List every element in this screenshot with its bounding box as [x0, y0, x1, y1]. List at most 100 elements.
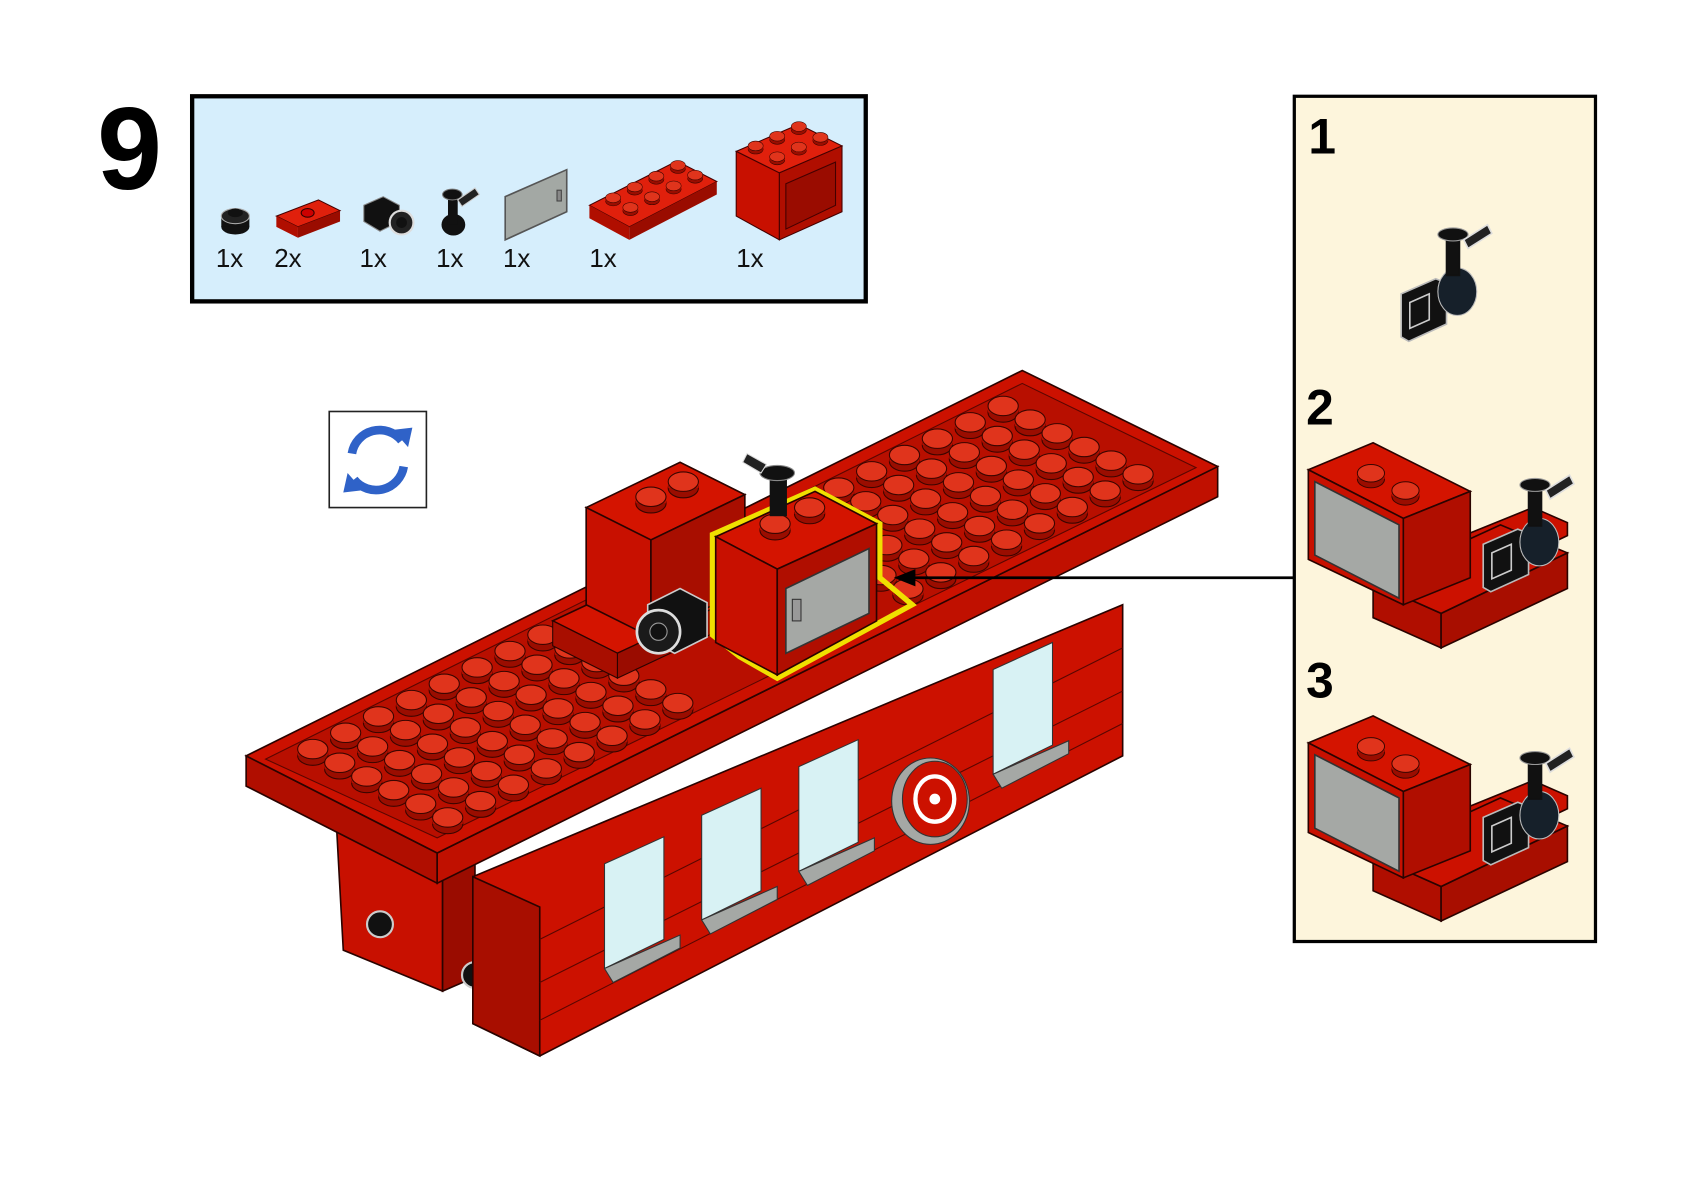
stud — [948, 442, 981, 470]
stud — [1391, 481, 1420, 506]
stud — [383, 749, 416, 777]
stud — [942, 472, 975, 500]
stud — [449, 717, 482, 745]
substep-number: 3 — [1306, 653, 1334, 709]
stud — [888, 444, 921, 472]
round-sign — [891, 757, 970, 845]
substep-number: 2 — [1306, 379, 1334, 435]
stud — [769, 151, 786, 166]
hose-nozzle-part-icon — [441, 187, 481, 236]
stud — [969, 485, 1002, 513]
substep-2-graphic — [1306, 441, 1575, 650]
stud — [1356, 464, 1386, 489]
stud — [975, 455, 1008, 483]
stud — [351, 766, 383, 794]
stud — [1056, 496, 1088, 524]
stud — [662, 692, 694, 720]
door-part-icon — [504, 168, 568, 242]
stud — [936, 502, 969, 530]
part-count: 2x — [274, 245, 301, 273]
stud — [1014, 409, 1046, 437]
stud — [1041, 423, 1073, 451]
stud — [405, 793, 437, 821]
stud — [362, 706, 395, 734]
stud — [855, 461, 888, 489]
stud — [416, 733, 449, 761]
stud — [915, 458, 948, 486]
stud — [909, 488, 942, 516]
part-count: 1x — [589, 245, 616, 273]
stud — [530, 758, 562, 786]
stud — [1035, 453, 1067, 481]
windows — [603, 641, 1070, 984]
stud — [503, 744, 535, 772]
stud — [563, 741, 595, 769]
stud — [958, 545, 990, 573]
stud — [931, 532, 963, 560]
substep-number: 1 — [1308, 108, 1336, 164]
stud — [747, 140, 764, 155]
stud — [422, 703, 455, 731]
stud — [626, 181, 643, 196]
stud — [455, 687, 487, 715]
plate-2x4-part-icon — [588, 160, 718, 240]
stud — [432, 807, 464, 835]
stud — [996, 499, 1029, 527]
stud — [378, 779, 410, 807]
arrow-head-icon — [893, 569, 916, 587]
stud — [981, 425, 1013, 453]
stud — [395, 689, 428, 717]
stud — [461, 657, 493, 685]
stud — [482, 700, 514, 728]
stud — [509, 714, 541, 742]
jumper-plate-part-icon — [275, 199, 342, 238]
stud — [428, 673, 460, 701]
part-count: 1x — [436, 245, 463, 273]
stud — [536, 728, 568, 756]
stud — [488, 670, 520, 698]
substep-3-graphic — [1306, 715, 1575, 923]
step-number: 9 — [97, 83, 162, 214]
stud — [297, 738, 329, 766]
stud — [437, 777, 470, 805]
rotate-model-icon — [328, 410, 428, 509]
part-count: 1x — [503, 245, 530, 273]
stud — [925, 562, 957, 590]
stud — [443, 747, 476, 775]
stud — [1089, 480, 1121, 508]
stud — [389, 719, 422, 747]
stud — [1068, 436, 1100, 464]
stud — [494, 640, 526, 668]
part-count: 1x — [736, 245, 763, 273]
stud — [987, 395, 1019, 423]
stud — [790, 141, 807, 156]
stud — [542, 698, 574, 726]
stud — [329, 722, 362, 750]
stud — [324, 752, 356, 780]
stud — [476, 730, 508, 758]
stud — [812, 132, 829, 146]
stud — [648, 171, 665, 185]
stud — [990, 529, 1023, 557]
stud — [635, 679, 667, 707]
part-count: 1x — [359, 245, 386, 273]
stud — [665, 180, 682, 195]
round-plate-part-icon — [220, 208, 250, 235]
stud — [687, 169, 704, 184]
stud — [1008, 439, 1040, 467]
substep-1-graphic — [1400, 223, 1493, 343]
new-part-highlight — [709, 452, 917, 682]
stud — [497, 774, 530, 802]
stud — [769, 131, 786, 145]
stud — [1023, 513, 1056, 541]
main-model — [244, 369, 1295, 1058]
stud — [963, 515, 996, 543]
stud — [954, 412, 986, 440]
stud — [1029, 483, 1061, 511]
stud — [644, 191, 660, 206]
stud — [1002, 469, 1035, 497]
stud — [515, 684, 547, 712]
stud — [670, 160, 686, 174]
substeps-panel: 1 2 3 — [1292, 94, 1598, 944]
